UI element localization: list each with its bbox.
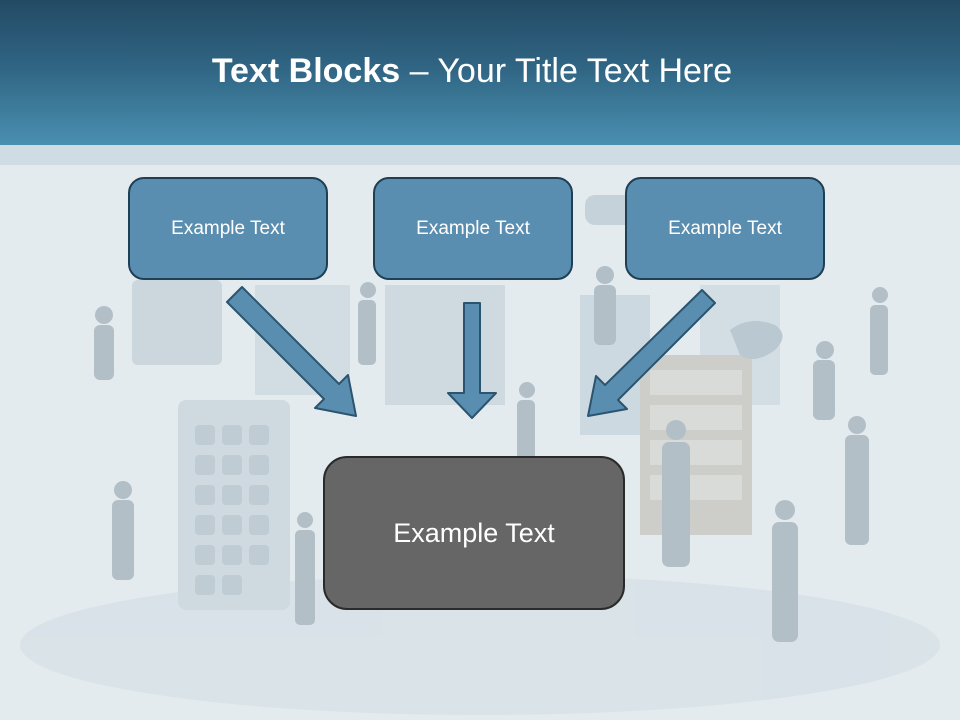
text-block-3[interactable]: Example Text [625, 177, 825, 280]
text-block-2[interactable]: Example Text [373, 177, 573, 280]
center-text-block[interactable]: Example Text [323, 456, 625, 610]
bookshelf-illustration [640, 355, 752, 535]
text-block-1[interactable]: Example Text [128, 177, 328, 280]
slide-title: Text Blocks – Your Title Text Here [0, 52, 944, 91]
business-people-illustration [94, 266, 888, 642]
title-separator: – [409, 52, 429, 90]
title-bar [0, 0, 960, 145]
title-bold-part: Text Blocks [211, 52, 401, 90]
title-rest-part: Your Title Text Here [437, 52, 733, 90]
title-shadow-band [0, 145, 960, 165]
world-map-illustration [730, 321, 783, 359]
app-tablet-illustration [132, 280, 290, 610]
